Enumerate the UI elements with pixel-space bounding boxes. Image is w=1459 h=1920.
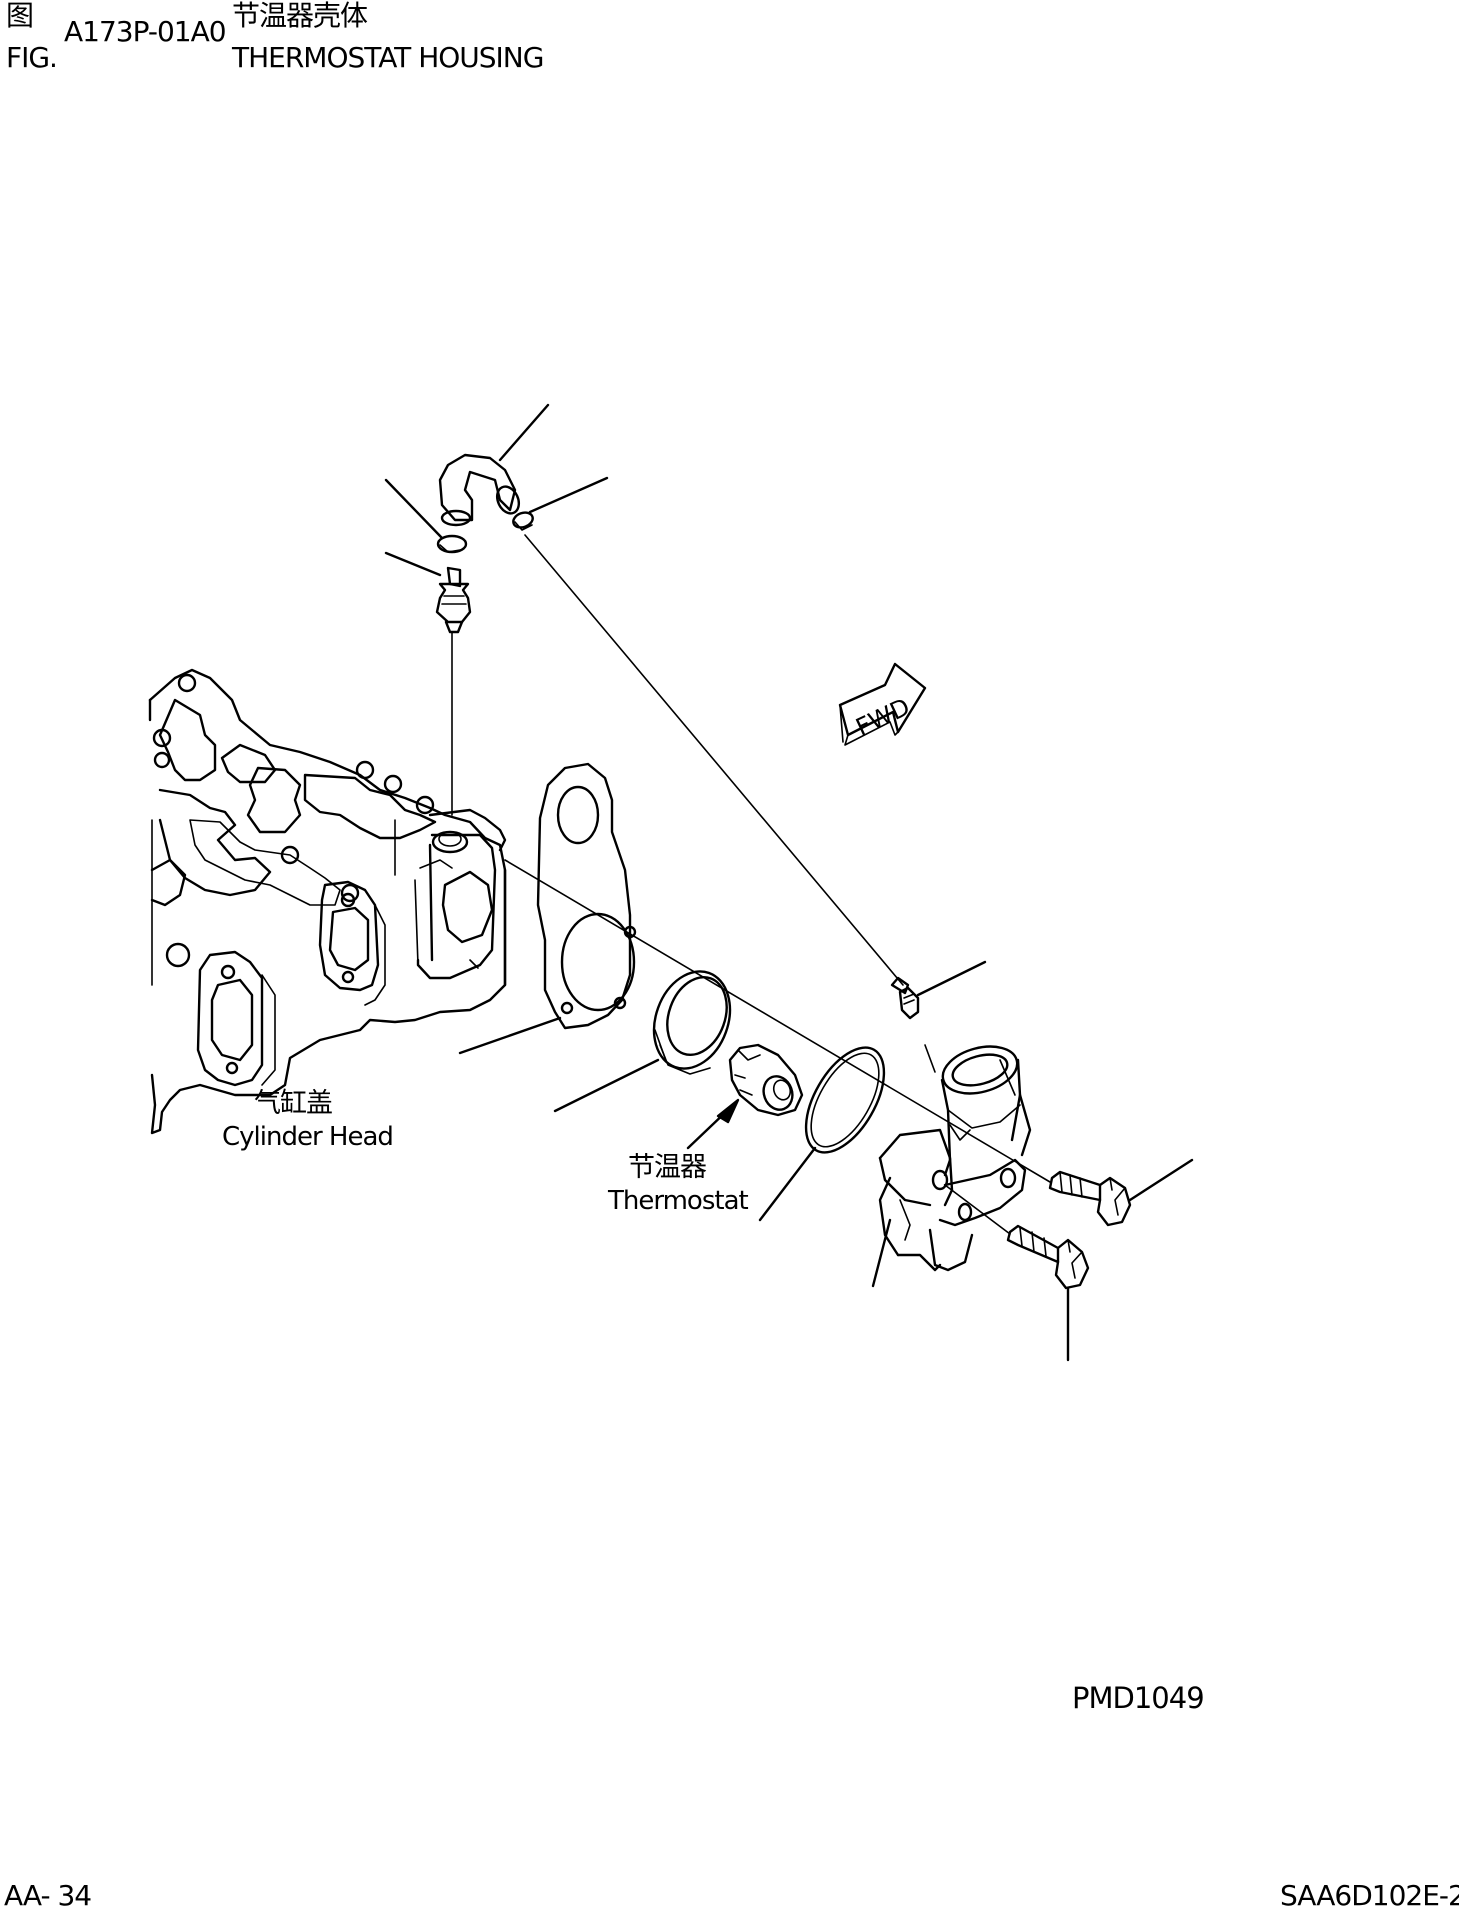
fitting-nipple (890, 976, 920, 1020)
leader-clamp-right (528, 476, 609, 514)
bolt-lower (1006, 1224, 1090, 1290)
connector-fitting (435, 566, 472, 634)
leader-gasket (458, 1016, 562, 1055)
figure-number: A173P-01A0 (64, 15, 227, 48)
cylinder-head (148, 668, 507, 1135)
title-cn: 节温器壳体 (232, 0, 368, 32)
title-en: THERMOSTAT HOUSING (232, 41, 544, 74)
leader-fitting (916, 960, 987, 997)
leader-hose (498, 403, 550, 462)
leader-seal-ring (553, 1058, 660, 1113)
leader-housing (871, 1218, 892, 1288)
centerline-bolt-lower (944, 1184, 1011, 1235)
bolt-upper (1048, 1170, 1132, 1227)
leader-bolt-upper (1128, 1158, 1194, 1202)
gasket-plate (536, 762, 637, 1030)
leader-o-ring (758, 1146, 817, 1222)
centerline-main (504, 859, 1051, 1183)
figure-label-en: FIG. (6, 41, 58, 74)
figure-label-cn: 图 (6, 0, 34, 32)
seal-ring (652, 970, 732, 1075)
cylinder-head-label-en: Cylinder Head (222, 1122, 394, 1152)
leader-clamp-left (384, 478, 444, 540)
thermostat-label-en: Thermostat (608, 1186, 749, 1216)
drawing-code: PMD1049 (1072, 1681, 1205, 1715)
hose-clamp-left (436, 534, 468, 554)
model-code: SAA6D102E-2 (1280, 1879, 1459, 1912)
centerline-hose (524, 534, 904, 986)
thermostat-housing (878, 1044, 1032, 1272)
fwd-arrow: FWD (838, 662, 927, 746)
leader-connector (384, 551, 442, 577)
o-ring (804, 1046, 886, 1154)
hose-clamp-right (512, 511, 534, 531)
thermostat (728, 1043, 804, 1117)
page-number: AA- 34 (4, 1879, 92, 1912)
hose-elbow (438, 453, 521, 527)
fwd-text: FWD (852, 693, 915, 742)
thermostat-label-cn: 节温器 (628, 1152, 707, 1183)
cylinder-head-label-cn: 气缸盖 (254, 1088, 333, 1119)
